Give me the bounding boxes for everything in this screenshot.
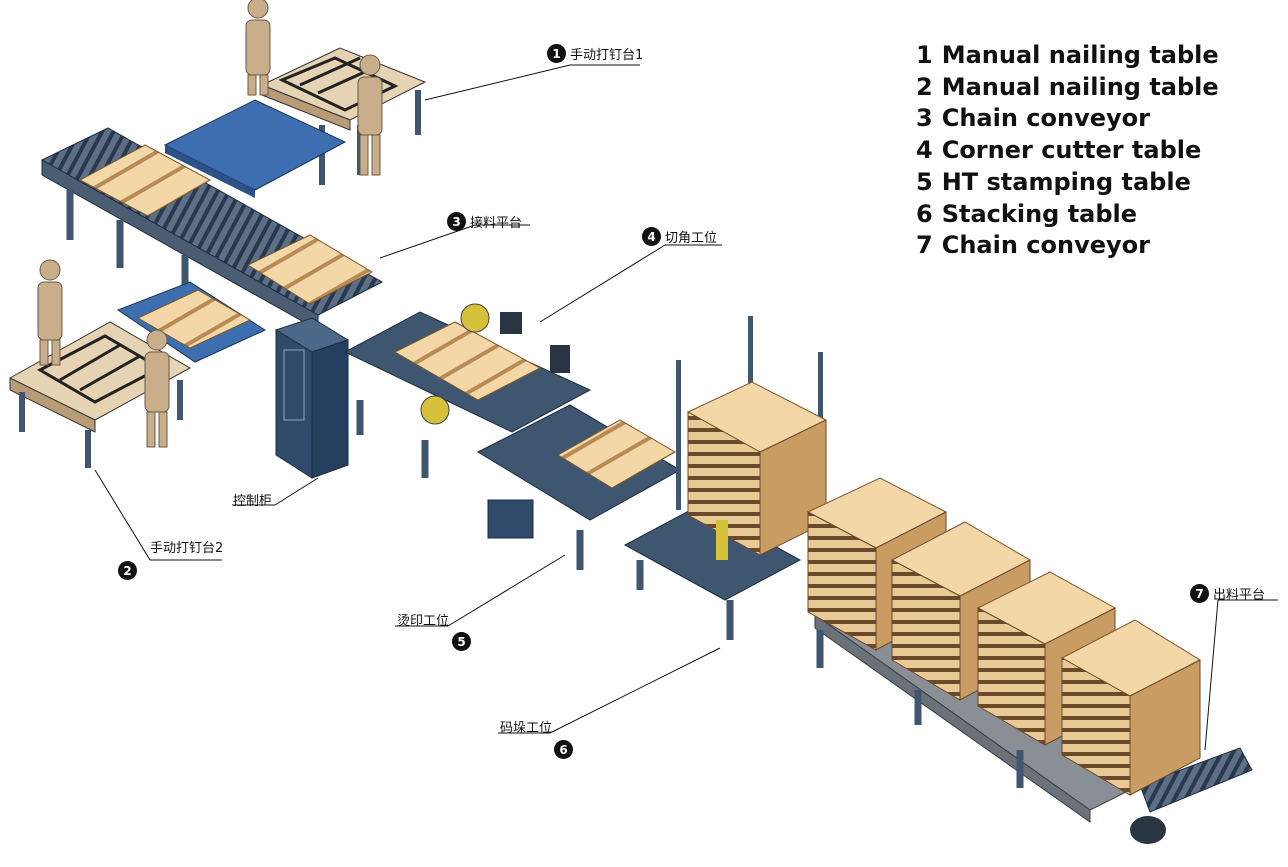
pallet-stack-4 [1060,619,1202,796]
callout-number-badge: 6 [554,740,573,759]
callout-number-badge: 1 [547,44,566,63]
callout-label: 接料平台 [470,216,523,231]
callout-4: 4 切角工位 [642,227,717,246]
callout-2-badge-wrap: 2 [118,561,137,580]
nailing-table-2 [8,321,192,468]
ht-stamping-station [476,404,682,570]
callout-number-badge: 5 [452,632,471,651]
corner-cutter-station [343,303,592,478]
callout-3: 3 接料平台 [447,212,522,231]
callout-number-badge: 2 [118,561,137,580]
leader-lines [94,64,1278,751]
callout-5-label: 烫印工位 [397,614,450,629]
callout-number-badge: 7 [1190,584,1209,603]
upper-roller-conveyor [40,127,384,331]
callout-label: 手动打钉台2 [150,541,224,556]
callout-6: 6 [554,740,573,759]
callout-label: 切角工位 [665,231,718,246]
callout-number-badge: 4 [642,227,661,246]
control-cabinet [274,317,350,479]
callout-7: 7 出料平台 [1190,584,1265,603]
callout-label: 手动打钉台1 [570,48,644,63]
blue-platform-2 [116,281,267,363]
control-cabinet-label: 控制柜 [233,494,273,509]
callout-1: 1 手动打钉台1 [547,44,643,63]
callout-label: 出料平台 [1213,588,1266,603]
stacking-station [623,316,828,640]
worker-figures [37,0,383,448]
callout-number-badge: 3 [447,212,466,231]
callout-6-label: 码垛工位 [500,721,553,736]
callout-2: 手动打钉台2 [120,541,223,556]
callout-5: 5 [452,632,471,651]
blue-platform-1 [163,99,347,198]
